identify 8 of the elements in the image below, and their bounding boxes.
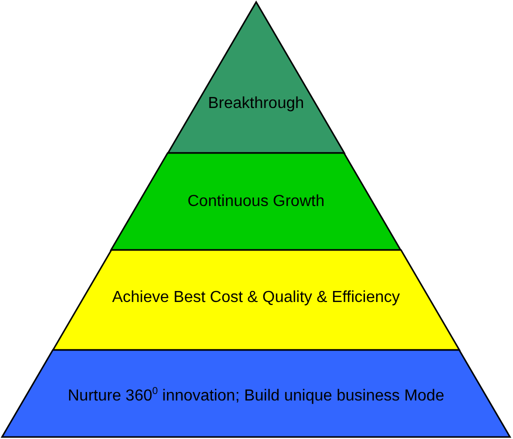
pyramid-tier	[52, 250, 460, 350]
tier-label: Achieve Best Cost & Quality & Efficiency	[111, 289, 401, 307]
tier-label: Continuous Growth	[186, 193, 326, 211]
tier-label: Nurture 360$^{0}$ innovation; Build unique business Mode	[66, 386, 446, 406]
tier-label: Breakthrough	[206, 95, 306, 113]
pyramid-tier	[111, 153, 401, 250]
pyramid-tier	[168, 2, 344, 153]
pyramid-tier	[2, 350, 510, 437]
